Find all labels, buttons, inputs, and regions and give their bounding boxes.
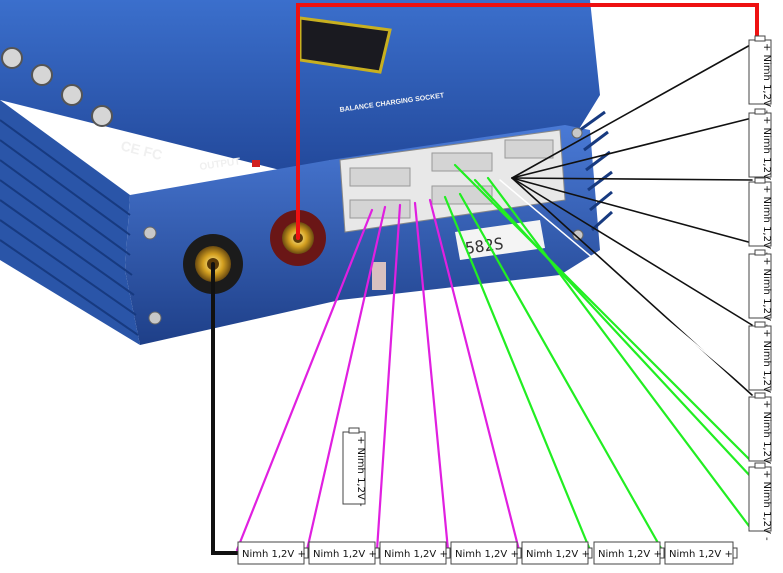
right-cell-label: + Nimh 1,2V -: [761, 257, 772, 328]
bottom-cell-label: Nimh 1,2V +: [313, 549, 377, 560]
bottom-cell-label: Nimh 1,2V +: [669, 549, 733, 560]
black-negative-wire: [211, 262, 243, 555]
standalone-cell: + Nimh 1,2V -: [342, 427, 366, 507]
charger-unit: CE FC OUTPUT BALANCE CHARGING SOCKET 582…: [0, 0, 614, 345]
right-cell-4: + Nimh 1,2V -: [748, 249, 772, 328]
output-label: OUTPUT: [199, 156, 241, 173]
ce-mark: CE FC: [119, 137, 164, 163]
right-cell-2: + Nimh 1,2V -: [748, 108, 772, 187]
case-screws: [143, 127, 584, 325]
warning-tag: [372, 262, 386, 290]
bottom-cell-label: Nimh 1,2V +: [598, 549, 662, 560]
bottom-cell-2: Nimh 1,2V +: [308, 541, 380, 565]
output-indicator: [252, 160, 260, 167]
right-cell-1: + Nimh 1,2V -: [748, 35, 772, 114]
green-balance-leads: [443, 163, 754, 552]
bottom-cell-4: Nimh 1,2V +: [450, 541, 522, 565]
charger-side-fins: [0, 100, 140, 345]
right-cell-5: + Nimh 1,2V -: [748, 321, 772, 400]
heat-fins-left: [0, 119, 139, 336]
control-buttons: [1, 47, 113, 127]
red-positive-wire: [296, 3, 759, 240]
right-cell-label: + Nimh 1,2V -: [761, 43, 772, 114]
white-balance-lead: [499, 179, 751, 391]
black-balance-leads: [511, 43, 753, 396]
bottom-cell-1: Nimh 1,2V +: [237, 541, 309, 565]
bottom-cell-5: Nimh 1,2V +: [521, 541, 593, 565]
right-cell-label: + Nimh 1,2V -: [761, 400, 772, 471]
right-cell-label: + Nimh 1,2V -: [761, 470, 772, 541]
bottom-cell-3: Nimh 1,2V +: [379, 541, 451, 565]
bottom-cell-7: Nimh 1,2V +: [664, 541, 738, 565]
right-cell-7: + Nimh 1,2V -: [748, 462, 772, 541]
bottom-cell-label: Nimh 1,2V +: [242, 549, 306, 560]
right-cell-6: + Nimh 1,2V -: [748, 392, 772, 471]
magenta-balance-leads: [235, 198, 521, 552]
bottom-cell-row: Nimh 1,2V + Nimh 1,2V + Nimh 1,2V + Nimh 1,…: [237, 541, 738, 565]
bottom-cell-label: Nimh 1,2V +: [384, 549, 448, 560]
bottom-cell-label: Nimh 1,2V +: [526, 549, 590, 560]
bottom-cell-label: Nimh 1,2V +: [455, 549, 519, 560]
right-cell-label: + Nimh 1,2V -: [761, 116, 772, 187]
right-cell-3: + Nimh 1,2V -: [748, 177, 772, 256]
right-cell-column: + Nimh 1,2V -+ Nimh 1,2V -+ Nimh 1,2V -+…: [748, 35, 772, 541]
right-cell-label: + Nimh 1,2V -: [761, 329, 772, 400]
balance-socket-slots: [349, 139, 554, 219]
right-cell-label: + Nimh 1,2V -: [761, 185, 772, 256]
wires: [211, 3, 759, 555]
standalone-cell-label: + Nimh 1,2V -: [355, 436, 366, 507]
bottom-cell-6: Nimh 1,2V +: [593, 541, 665, 565]
